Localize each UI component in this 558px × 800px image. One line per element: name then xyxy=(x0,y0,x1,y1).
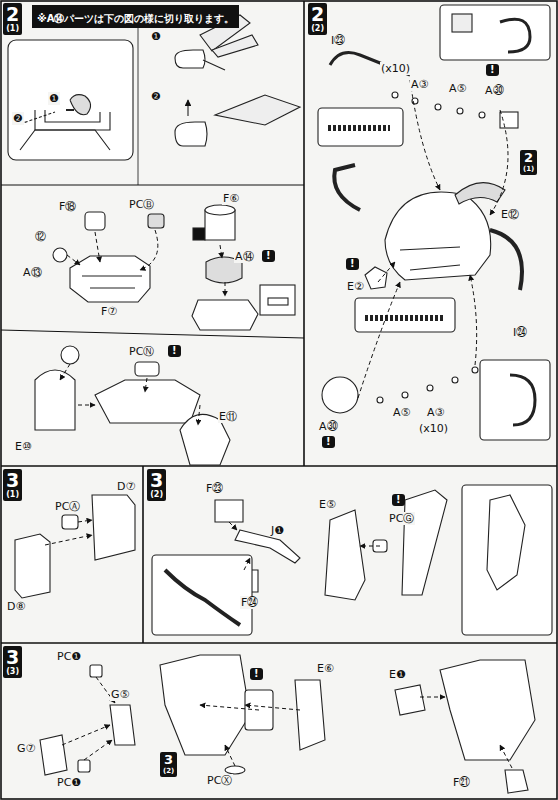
part-label: G⑦ xyxy=(16,742,36,755)
note-text: ※A⑭パーツは下の図の様に切り取ります。 xyxy=(37,13,234,24)
part-label: E⑥ xyxy=(316,662,335,675)
step-number: 2 xyxy=(311,4,324,24)
sub-step-number: (3) xyxy=(6,667,19,676)
part-label: A㉚ xyxy=(484,84,505,97)
part-label: PCⒶ xyxy=(54,500,81,513)
part-label: PCⓍ xyxy=(206,774,233,787)
part-label: F⑦ xyxy=(100,305,118,318)
caution-mark: ! xyxy=(262,250,275,262)
part-label: ❷ xyxy=(12,112,24,125)
part-label: D⑧ xyxy=(6,600,26,613)
step-badge: 3(3) xyxy=(3,646,22,678)
caution-mark: ! xyxy=(250,668,263,680)
part-label: (x10) xyxy=(380,62,411,75)
part-label: E⑩ xyxy=(14,440,33,453)
step-number: 3 xyxy=(6,647,19,667)
part-label: E⑪ xyxy=(218,410,238,423)
sub-step-number: (1) xyxy=(523,165,534,173)
assembly-arrow xyxy=(45,80,512,768)
step-number: 3 xyxy=(150,470,163,490)
part-label: E⑫ xyxy=(500,208,520,221)
step-badge: 3(2) xyxy=(147,469,166,501)
part-label: F㉔ xyxy=(240,596,259,609)
part-label: E❶ xyxy=(388,668,407,681)
part-label: F㉑ xyxy=(452,776,471,789)
part-label: F⑥ xyxy=(222,192,240,205)
step-number: 3 xyxy=(6,470,19,490)
caution-mark: ! xyxy=(486,64,499,76)
step-badge: 3(2) xyxy=(160,752,177,777)
caution-mark: ! xyxy=(392,494,405,506)
part-label: A⑤ xyxy=(448,82,467,95)
sub-step-number: (2) xyxy=(150,490,163,499)
part-label: ❷ xyxy=(150,90,162,103)
part-label: A③ xyxy=(426,406,445,419)
part-label: I㉔ xyxy=(512,326,528,339)
step-badge: 2(1) xyxy=(3,3,22,35)
part-label: (x10) xyxy=(418,422,449,435)
part-label: ❶ xyxy=(150,30,162,43)
sub-step-number: (1) xyxy=(6,490,19,499)
part-label: J❶ xyxy=(270,524,285,537)
sub-step-number: (2) xyxy=(311,24,324,33)
part-label: A③ xyxy=(410,78,429,91)
part-label: PCⓃ xyxy=(128,345,155,358)
part-label: F⑱ xyxy=(58,200,77,213)
step-badge: 3(1) xyxy=(3,469,22,501)
part-label: D⑦ xyxy=(116,480,136,493)
caution-mark: ! xyxy=(346,258,359,270)
part-label: A⑭ xyxy=(234,250,255,263)
part-label: A㉚ xyxy=(318,420,339,433)
part-label: ⑫ xyxy=(34,230,47,243)
part-label: PC❶ xyxy=(56,776,82,789)
part-label: F㉓ xyxy=(205,482,224,495)
part-label: G⑤ xyxy=(110,688,130,701)
step-badge: 2(1) xyxy=(520,150,537,175)
part-label: PCⒷ xyxy=(128,198,155,211)
part-label: PC❶ xyxy=(56,650,82,663)
part-label: E② xyxy=(346,280,365,293)
part-label: PCⒼ xyxy=(388,512,415,525)
sub-step-number: (1) xyxy=(6,24,19,33)
step-number: 2 xyxy=(523,151,534,165)
caution-mark: ! xyxy=(168,345,181,357)
part-label: I㉓ xyxy=(330,34,346,47)
part-label: A⑤ xyxy=(392,406,411,419)
sub-step-number: (2) xyxy=(163,767,174,775)
step-badge: 2(2) xyxy=(308,3,327,35)
part-label: ❶ xyxy=(48,92,60,105)
caution-mark: ! xyxy=(322,436,335,448)
part-label: A⑬ xyxy=(22,266,43,279)
step-number: 3 xyxy=(163,753,174,767)
part-drawing xyxy=(8,5,552,793)
note-banner: ※A⑭パーツは下の図の様に切り取ります。 xyxy=(32,5,239,28)
step-number: 2 xyxy=(6,4,19,24)
part-label: E⑤ xyxy=(318,498,337,511)
